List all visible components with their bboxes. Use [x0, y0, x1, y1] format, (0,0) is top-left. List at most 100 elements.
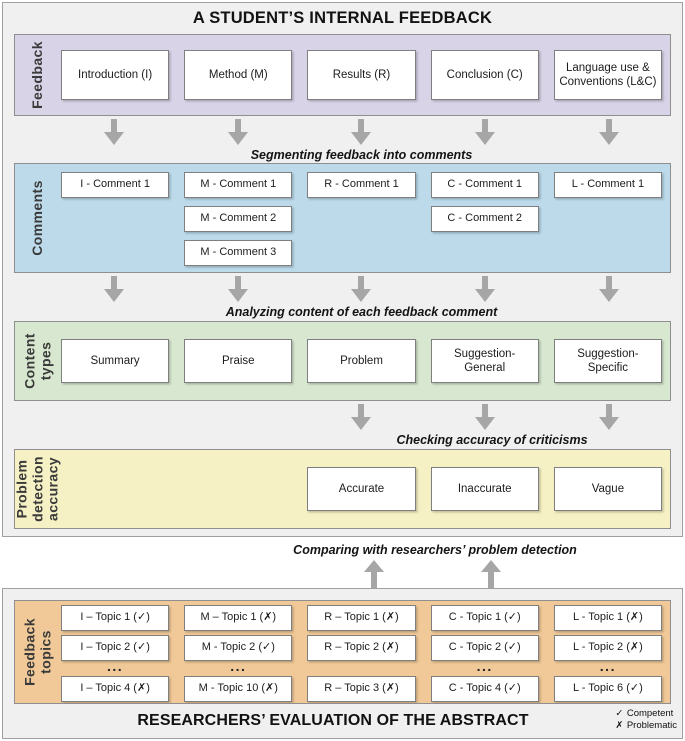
comment-box: M - Comment 3 [184, 240, 293, 266]
content-type-box-suggestion-general: Suggestion- General [430, 339, 539, 383]
legend-item-problematic: ✗ Problematic [615, 720, 677, 732]
topics-column-results: R – Topic 1 (✗) R – Topic 2 (✗) R – Topi… [307, 605, 416, 702]
down-arrow-icon [475, 404, 496, 430]
content-type-box-praise: Praise [184, 339, 293, 383]
ellipsis: ... [599, 658, 616, 674]
comment-box: C - Comment 1 [430, 172, 539, 198]
check-icon: ✓ [615, 708, 624, 719]
topic-box: L - Topic 6 (✓) [553, 676, 662, 702]
topic-box: R – Topic 2 (✗) [307, 635, 416, 661]
topics-column-introduction: I – Topic 1 (✓) I – Topic 2 (✓) ... I – … [61, 605, 170, 702]
content-type-box-suggestion-specific: Suggestion- Specific [553, 339, 662, 383]
down-arrow-icon [104, 119, 125, 145]
band-content-types-content: Summary Praise Problem Suggestion- Gener… [61, 322, 662, 400]
topic-box: M - Topic 10 (✗) [184, 676, 293, 702]
down-arrow-icon [351, 276, 372, 302]
researchers-panel: Feedback topics I – Topic 1 (✓) I – Topi… [2, 588, 683, 739]
comments-column-method: M - Comment 1 M - Comment 2 M - Comment … [184, 172, 293, 266]
ellipsis: ... [107, 658, 124, 674]
band-comments-label-area: Comments [15, 164, 61, 272]
arrow-row-checking [60, 401, 663, 430]
ellipsis: ... [230, 658, 247, 674]
connector-analyzing: Analyzing content of each feedback comme… [60, 273, 663, 321]
footer-row: RESEARCHERS’ EVALUATION OF THE ABSTRACT … [3, 704, 682, 738]
topic-box: I – Topic 2 (✓) [61, 635, 170, 661]
analyzing-label-row: Analyzing content of each feedback comme… [60, 303, 663, 321]
topic-box: C - Topic 2 (✓) [430, 635, 539, 661]
up-arrow-icon [481, 560, 501, 588]
down-arrow-icon [598, 276, 619, 302]
topic-box: L - Topic 2 (✗) [553, 635, 662, 661]
down-arrow-icon [351, 404, 372, 430]
topic-box: R – Topic 1 (✗) [307, 605, 416, 631]
feedback-box-results: Results (R) [307, 50, 416, 100]
band-accuracy-label-area: Problem detection accuracy [15, 450, 61, 528]
topic-box: M - Topic 2 (✓) [184, 635, 293, 661]
band-content-types-label-area: Content types [15, 322, 61, 400]
band-comments-content: I - Comment 1 M - Comment 1 M - Comment … [61, 164, 662, 272]
band-accuracy: Problem detection accuracy Accurate Inac… [14, 449, 671, 529]
band-topics-label: Feedback topics [21, 618, 53, 686]
comments-column-results: R - Comment 1 [307, 172, 416, 198]
legend: ✓ Competent ✗ Problematic [615, 708, 677, 731]
legend-problematic-label: Problematic [626, 719, 677, 731]
band-feedback-label-area: Feedback [15, 35, 61, 115]
comment-box: I - Comment 1 [61, 172, 170, 198]
accuracy-box-inaccurate: Inaccurate [430, 467, 539, 511]
band-comments-label: Comments [29, 180, 46, 256]
comments-column-conclusion: C - Comment 1 C - Comment 2 [430, 172, 539, 232]
down-arrow-icon [475, 119, 496, 145]
down-arrow-icon [227, 119, 248, 145]
topic-box: L - Topic 1 (✗) [553, 605, 662, 631]
topic-box: M – Topic 1 (✗) [184, 605, 293, 631]
connector-segmenting: Segmenting feedback into comments [60, 116, 663, 163]
ellipsis: ... [476, 658, 493, 674]
arrow-placeholder [184, 404, 293, 430]
checking-label: Checking accuracy of criticisms [396, 433, 588, 447]
accuracy-box-accurate: Accurate [307, 467, 416, 511]
student-feedback-panel: A STUDENT’S INTERNAL FEEDBACK Feedback I… [2, 2, 683, 537]
legend-item-competent: ✓ Competent [615, 708, 677, 720]
content-type-box-problem: Problem [307, 339, 416, 383]
comments-column-language: L - Comment 1 [553, 172, 662, 198]
comparing-label: Comparing with researchers’ problem dete… [293, 543, 577, 557]
feedback-box-introduction: Introduction (I) [61, 50, 170, 100]
arrow-row-analyzing [60, 273, 663, 302]
accuracy-box-vague: Vague [553, 467, 662, 511]
ellipsis-placeholder [307, 665, 415, 672]
topic-box: I – Topic 4 (✗) [61, 676, 170, 702]
band-accuracy-label: Problem detection accuracy [14, 456, 61, 522]
segmenting-label-row: Segmenting feedback into comments [60, 146, 663, 164]
feedback-box-method: Method (M) [184, 50, 293, 100]
band-topics-label-area: Feedback topics [15, 601, 61, 703]
comment-box: R - Comment 1 [307, 172, 416, 198]
segmenting-label: Segmenting feedback into comments [250, 148, 473, 162]
topics-column-method: M – Topic 1 (✗) M - Topic 2 (✓) ... M - … [184, 605, 293, 702]
comments-column-introduction: I - Comment 1 [61, 172, 170, 198]
topics-column-conclusion: C - Topic 1 (✓) C - Topic 2 (✓) ... C - … [430, 605, 539, 702]
feedback-box-language: Language use & Conventions (L&C) [553, 50, 662, 100]
band-topics-content: I – Topic 1 (✓) I – Topic 2 (✓) ... I – … [61, 601, 662, 703]
legend-competent-label: Competent [626, 708, 674, 719]
analyzing-label: Analyzing content of each feedback comme… [225, 305, 498, 319]
band-feedback-label: Feedback [29, 41, 46, 109]
topic-box: I – Topic 1 (✓) [61, 605, 170, 631]
comment-box: M - Comment 2 [184, 206, 293, 232]
top-title: A STUDENT’S INTERNAL FEEDBACK [192, 9, 493, 27]
topic-box: C - Topic 1 (✓) [430, 605, 539, 631]
topic-box: R – Topic 3 (✗) [307, 676, 416, 702]
band-feedback: Feedback Introduction (I) Method (M) Res… [14, 34, 671, 116]
band-feedback-content: Introduction (I) Method (M) Results (R) … [61, 35, 662, 115]
comment-box: C - Comment 2 [430, 206, 539, 232]
down-arrow-icon [598, 119, 619, 145]
feedback-box-conclusion: Conclusion (C) [430, 50, 539, 100]
comment-box: L - Comment 1 [553, 172, 662, 198]
comment-box: M - Comment 1 [184, 172, 293, 198]
bottom-title: RESEARCHERS’ EVALUATION OF THE ABSTRACT [137, 712, 529, 729]
band-content-types: Content types Summary Praise Problem Sug… [14, 321, 671, 401]
band-comments: Comments I - Comment 1 M - Comment 1 M -… [14, 163, 671, 273]
down-arrow-icon [227, 276, 248, 302]
x-mark-icon: ✗ [615, 719, 624, 731]
arrow-placeholder [60, 404, 169, 430]
